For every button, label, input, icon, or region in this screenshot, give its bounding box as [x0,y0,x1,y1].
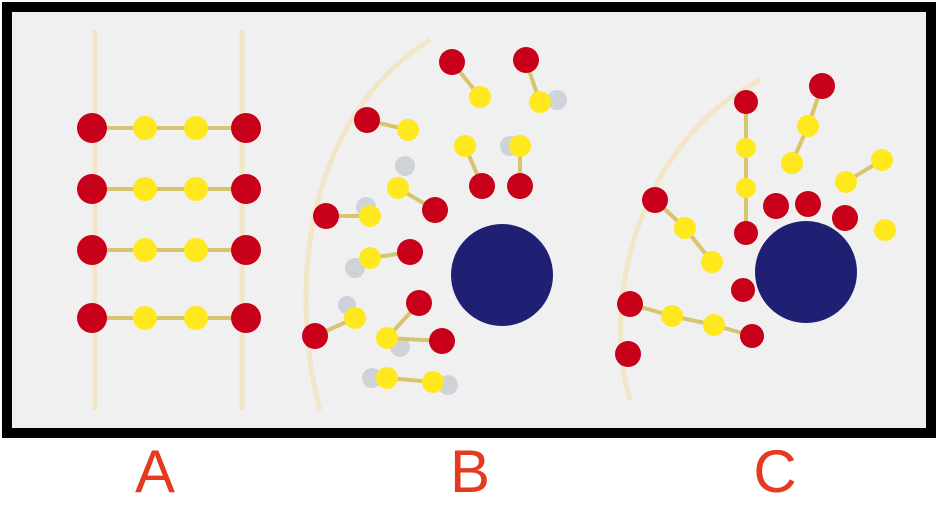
yellow-bead [701,251,723,273]
panel-a-chains [77,113,261,333]
yellow-bead [133,116,157,140]
red-bead [507,173,533,199]
red-bead [77,113,107,143]
yellow-bead [397,119,419,141]
yellow-bead [736,138,756,158]
yellow-bead [871,149,893,171]
panel-b-beads [302,47,567,395]
ion-sphere-c [755,221,857,323]
red-bead [642,187,668,213]
red-bead [77,174,107,204]
panel-label-c: C [753,438,797,505]
yellow-bead [359,247,381,269]
red-bead [513,47,539,73]
red-bead [77,235,107,265]
red-bead [406,290,432,316]
yellow-bead [661,305,683,327]
yellow-bead [184,116,208,140]
red-bead [740,324,764,348]
red-bead [231,303,261,333]
red-bead [809,73,835,99]
yellow-bead [703,314,725,336]
red-bead [734,221,758,245]
red-bead [231,113,261,143]
red-bead [731,278,755,302]
yellow-bead [184,177,208,201]
red-beads-c [615,73,858,367]
panel-label-b: B [449,438,491,505]
red-bead [422,197,448,223]
chain-a2 [77,174,261,204]
ghost-bead [362,368,382,388]
yellow-bead [454,135,476,157]
red-bead [397,239,423,265]
red-bead [231,174,261,204]
red-bead [439,49,465,75]
yellow-bead [376,367,398,389]
chain-a1 [77,113,261,143]
red-bead [469,173,495,199]
yellow-bead [184,238,208,262]
yellow-bead [387,177,409,199]
yellow-bead [133,306,157,330]
ghost-bead [345,258,365,278]
yellow-bead [781,152,803,174]
yellow-bead [674,217,696,239]
yellow-beads-b [344,86,551,393]
yellow-bead [835,171,857,193]
red-bead [617,291,643,317]
yellow-bead [797,115,819,137]
red-bead [795,191,821,217]
yellow-bead [469,86,491,108]
red-bead [429,328,455,354]
ion-sphere-b [451,224,553,326]
yellow-bead [874,219,896,241]
ghost-bead [395,156,415,176]
red-bead [734,90,758,114]
yellow-bead [529,91,551,113]
red-bead [313,203,339,229]
yellow-bead [184,306,208,330]
yellow-bead [344,307,366,329]
panel-label-a: A [134,438,176,505]
red-beads-b [302,47,539,354]
yellow-bead [133,177,157,201]
yellow-bead [736,178,756,198]
red-bead [231,235,261,265]
ghost-bead [547,90,567,110]
red-bead [77,303,107,333]
red-bead [832,205,858,231]
diagram-frame [2,2,936,438]
yellow-bead [509,135,531,157]
red-bead [615,341,641,367]
red-bead [302,323,328,349]
red-bead [354,107,380,133]
chain-a4 [77,303,261,333]
yellow-bead [376,327,398,349]
red-bead [763,193,789,219]
yellow-bead [359,205,381,227]
yellow-bead [133,238,157,262]
chain-a3 [77,235,261,265]
yellow-beads-c [661,115,896,336]
yellow-bead [422,371,444,393]
panel-c-beads [615,73,896,367]
